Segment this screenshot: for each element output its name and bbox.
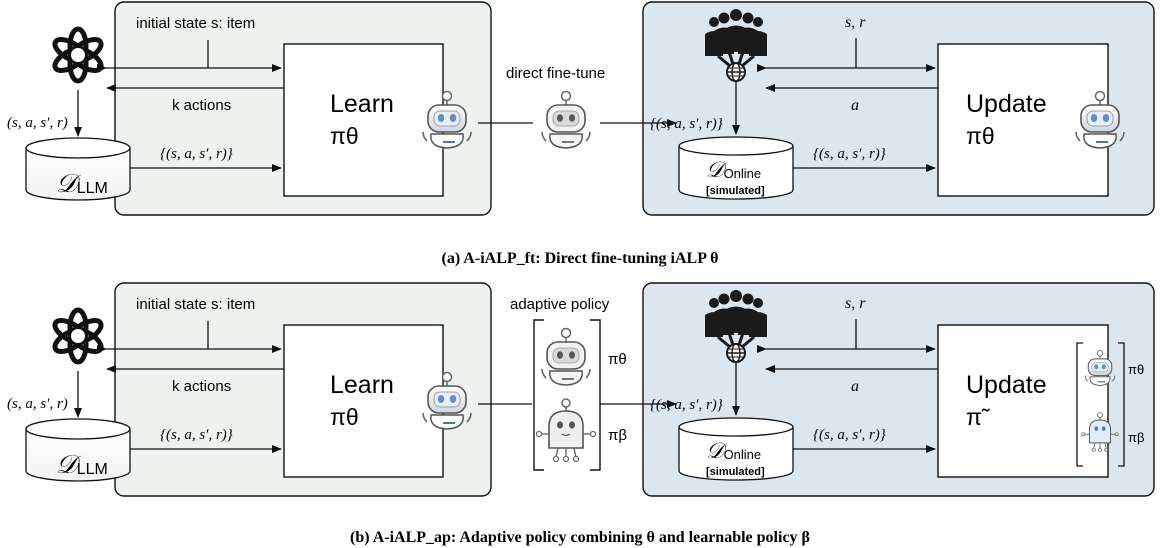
a-label-b: a xyxy=(851,378,859,395)
learn-title-a: Learn xyxy=(330,90,394,118)
update-title-b: Update xyxy=(966,371,1047,399)
database-icon xyxy=(25,137,131,201)
update-pi-beta-label-b: πβ xyxy=(1128,430,1144,445)
database-icon xyxy=(25,418,131,482)
pi-theta-label-b: πθ xyxy=(608,351,627,368)
a-label-a: a xyxy=(851,97,859,114)
database-icon xyxy=(678,417,794,481)
k-actions-label-b: k actions xyxy=(172,378,231,395)
initial-state-label-b: initial state s: item xyxy=(136,296,255,313)
update-title-a: Update xyxy=(966,90,1047,118)
middle-label-b: adaptive policy xyxy=(510,296,610,313)
db-online-note-a: [simulated] xyxy=(706,185,765,197)
db-online-label-a: 𝒟Online xyxy=(706,157,761,182)
sr-label-b: s, r xyxy=(845,295,866,312)
learn-box-b xyxy=(283,324,444,478)
caption-a: (a) A-iALP_ft: Direct fine-tuning iALP θ xyxy=(442,250,719,267)
pi-beta-label-b: πβ xyxy=(608,427,627,444)
beta-robot-icon xyxy=(535,398,597,463)
openai-logo-icon xyxy=(51,29,104,81)
update-box-a xyxy=(937,43,1109,197)
online-transition-label-b: {(s, a, s′, r)} xyxy=(650,397,723,413)
db-online-label-b: 𝒟Online xyxy=(706,438,761,463)
transition-set-label-b: {(s, a, s′, r)} xyxy=(160,427,233,443)
initial-state-label-a: initial state s: item xyxy=(136,15,255,32)
panel-b: Learn πθ initial state s: item k actions… xyxy=(7,282,1155,546)
learn-policy-b: πθ xyxy=(330,404,359,430)
robot-icon xyxy=(541,327,591,386)
update-policy-a: πθ xyxy=(966,123,995,149)
robot-icon xyxy=(541,90,591,149)
openai-logo-icon xyxy=(51,310,104,362)
update-pi-theta-label-b: πθ xyxy=(1128,362,1144,377)
database-icon xyxy=(678,136,794,200)
transition-label-a: (s, a, s′, r) xyxy=(7,115,68,131)
learn-box-a xyxy=(283,43,444,197)
db-online-note-b: [simulated] xyxy=(706,466,765,478)
online-transition-set-label-b: {(s, a, s′, r)} xyxy=(813,427,886,443)
online-transition-label-a: {(s, a, s′, r)} xyxy=(650,116,723,132)
transition-label-b: (s, a, s′, r) xyxy=(7,396,68,412)
learn-title-b: Learn xyxy=(330,371,394,399)
k-actions-label-a: k actions xyxy=(172,97,231,114)
transition-set-label-a: {(s, a, s′, r)} xyxy=(160,146,233,162)
learn-policy-a: πθ xyxy=(330,123,359,149)
online-transition-set-label-a: {(s, a, s′, r)} xyxy=(813,146,886,162)
middle-label-a: direct fine-tune xyxy=(506,65,605,82)
sr-label-a: s, r xyxy=(845,14,866,31)
update-box-b xyxy=(937,324,1109,478)
panel-a: Learn πθ initial state s: item k actions… xyxy=(7,1,1155,267)
caption-b: (b) A-iALP_ap: Adaptive policy combining… xyxy=(350,529,810,546)
